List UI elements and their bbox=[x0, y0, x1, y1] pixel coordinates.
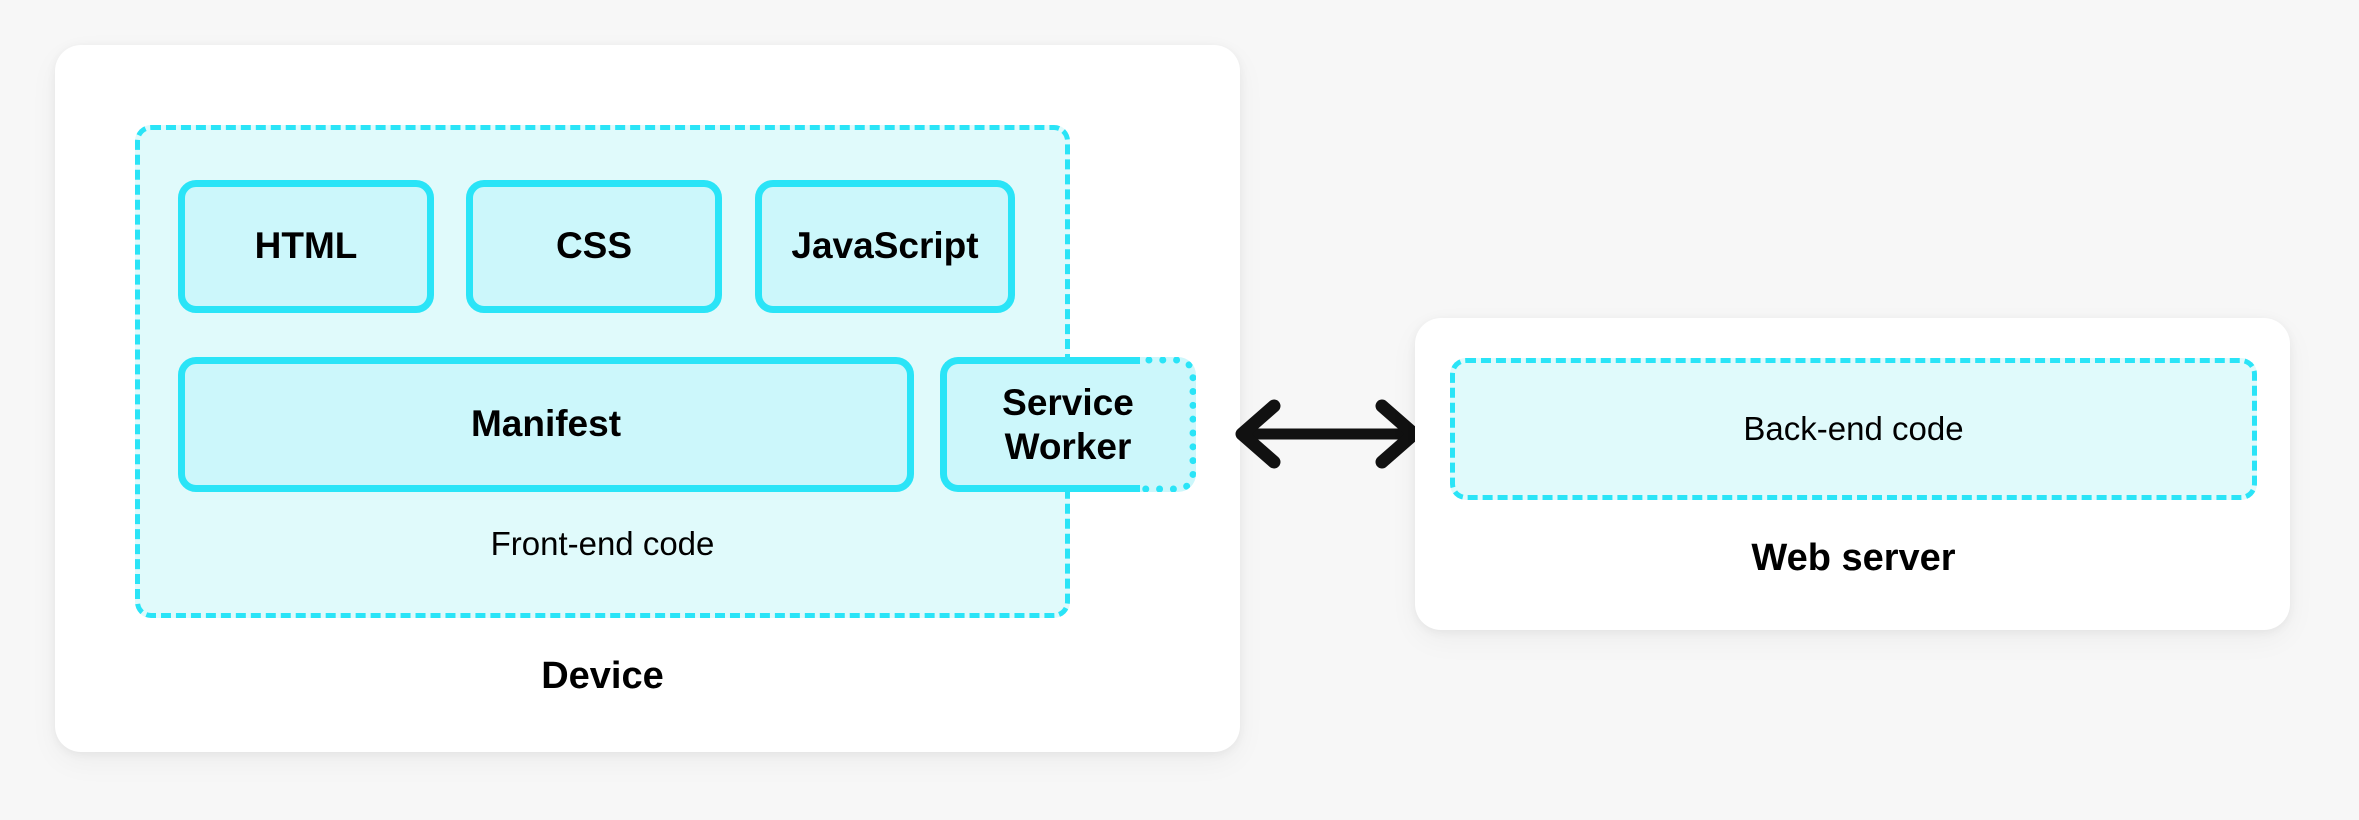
component-box-css: CSS bbox=[466, 180, 722, 313]
component-box-manifest: Manifest bbox=[178, 357, 914, 492]
component-box-service-worker: Service Worker bbox=[940, 357, 1196, 492]
frontend-code-caption: Front-end code bbox=[490, 525, 715, 562]
service-worker-label-line1: Service bbox=[1002, 381, 1134, 423]
service-worker-label-line2: Worker bbox=[1004, 425, 1132, 467]
component-label-service-worker: Service Worker bbox=[1002, 381, 1134, 468]
component-label-manifest: Manifest bbox=[470, 403, 622, 445]
backend-code-region bbox=[1450, 358, 2257, 500]
device-title: Device bbox=[541, 655, 664, 697]
component-box-javascript: JavaScript bbox=[755, 180, 1015, 313]
component-label-javascript: JavaScript bbox=[791, 225, 979, 267]
backend-code-caption: Back-end code bbox=[1743, 410, 1964, 447]
web-server-title: Web server bbox=[1751, 537, 1956, 579]
component-label-html: HTML bbox=[254, 225, 358, 267]
component-box-html: HTML bbox=[178, 180, 434, 313]
double-headed-arrow-icon bbox=[1235, 399, 1421, 469]
component-label-css: CSS bbox=[555, 225, 633, 267]
